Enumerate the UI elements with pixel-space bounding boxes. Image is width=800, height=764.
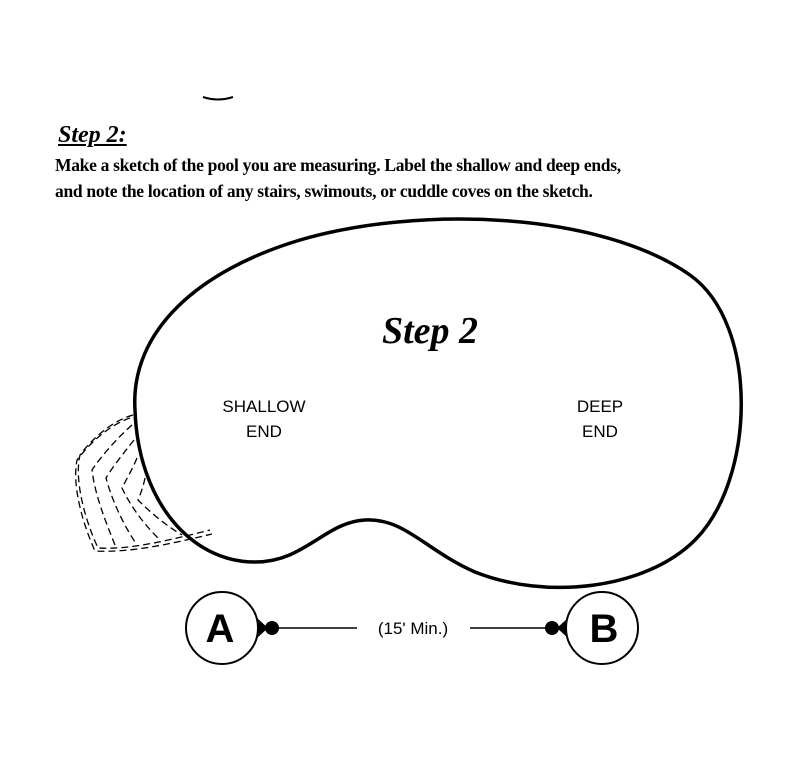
diagram-title: Step 2 [382,310,478,352]
scan-mark [202,96,234,101]
step-heading: Step 2: [58,122,127,148]
point-b-pointer [557,618,568,638]
shallow-end-label-line1: SHALLOW [222,397,305,416]
instructions-line-1: Make a sketch of the pool you are measur… [55,155,621,175]
point-b-dot [545,621,559,635]
deep-end-label-line1: DEEP [577,397,623,416]
point-b-label: B [590,607,619,651]
stairs [75,414,213,552]
deep-end-label-line2: END [582,422,618,441]
point-b-circle [565,591,639,665]
point-a-pointer [257,618,268,638]
instructions-line-2: and note the location of any stairs, swi… [55,181,593,201]
pool-outline [133,217,743,590]
instructions: Make a sketch of the pool you are measur… [55,152,795,204]
shallow-end-label-line2: END [246,422,282,441]
point-a-label: A [206,607,235,651]
distance-label: (15' Min.) [378,619,448,638]
